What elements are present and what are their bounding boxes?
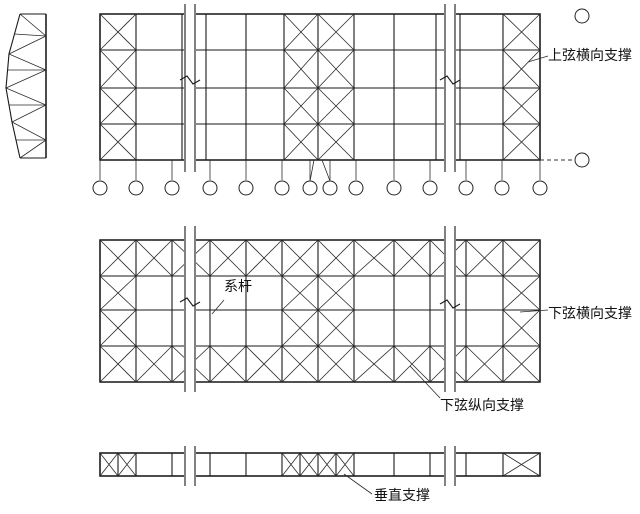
bracing-diagonal: [117, 452, 137, 477]
bracing-diagonal: [317, 13, 355, 51]
bracing-diagonal: [502, 13, 541, 51]
truss-elevation-icon: [5, 13, 47, 159]
break-symbol-icon: [179, 297, 201, 307]
leader-top-chord: [527, 55, 549, 63]
label-bottom-chord-transverse-bracing: 下弦横向支撑: [548, 306, 632, 322]
bracing-diagonal: [283, 13, 319, 51]
break-gap: [444, 226, 456, 392]
bracing-diagonal: [335, 452, 355, 477]
bracing-diagonal: [283, 87, 319, 125]
bracing-diagonal: [283, 49, 319, 89]
axis-marker-icon: [422, 180, 438, 196]
bracing-diagonal: [502, 452, 541, 477]
bracing-diagonal: [281, 239, 319, 277]
bracing-diagonal: [99, 239, 137, 277]
bracing-diagonal: [209, 345, 247, 383]
bracing-diagonal: [353, 345, 395, 383]
axis-marker-icon: [128, 180, 144, 196]
break-gap: [184, 446, 196, 486]
bracing-diagonal: [502, 123, 541, 161]
axis-marker-row: [92, 8, 590, 196]
leader-vertical: [343, 473, 373, 495]
axis-marker-icon: [574, 8, 590, 24]
break-gap: [184, 226, 196, 392]
bracing-diagonal: [299, 452, 319, 477]
bracing-diagonal: [502, 275, 541, 311]
bracing-diagonal: [317, 452, 337, 477]
bottom-chord-plan: [99, 239, 541, 383]
axis-marker-icon: [322, 180, 338, 196]
bracing-diagonal: [317, 49, 355, 89]
axis-marker-icon: [574, 152, 590, 168]
bracing-diagonal: [281, 309, 319, 347]
axis-marker-icon: [532, 180, 548, 196]
bracing-diagonal: [281, 345, 319, 383]
bracing-diagonal: [99, 123, 137, 161]
bracing-diagonal: [502, 345, 541, 383]
bracing-diagonal: [99, 345, 137, 383]
bracing-diagonal: [281, 452, 301, 477]
axis-marker-icon: [274, 180, 290, 196]
bracing-diagonal: [317, 239, 355, 277]
axis-marker-icon: [386, 180, 402, 196]
label-vertical-bracing: 垂直支撑: [374, 487, 430, 504]
leader-longitudinal: [409, 365, 441, 399]
axis-marker-icon: [494, 180, 510, 196]
label-tie-bar: 系杆: [224, 279, 252, 295]
axis-marker-icon: [202, 180, 218, 196]
bracing-diagonal: [245, 345, 283, 383]
break-symbol-icon: [439, 75, 461, 85]
bracing-diagonal: [465, 345, 504, 383]
leader-bottom-chord: [519, 309, 549, 313]
bracing-diagonal: [502, 87, 541, 125]
bracing-diagonal: [317, 87, 355, 125]
bracing-diagonal: [135, 345, 173, 383]
axis-marker-icon: [458, 180, 474, 196]
bracing-diagonal: [99, 13, 137, 51]
bracing-diagonal: [502, 49, 541, 89]
bracing-diagonal: [245, 239, 283, 277]
axis-leader: [309, 159, 315, 182]
axis-marker-icon: [92, 180, 108, 196]
bracing-diagonal: [317, 345, 355, 383]
bracing-diagonal: [99, 309, 137, 347]
axis-marker-icon: [348, 180, 364, 196]
break-symbol-icon: [439, 299, 461, 309]
axis-leader: [321, 159, 331, 182]
bracing-diagonal: [99, 275, 137, 311]
leader-tie-bar: [211, 299, 225, 315]
break-symbol-icon: [179, 75, 201, 85]
bracing-diagonal: [281, 275, 319, 311]
bracing-diagonal: [502, 309, 541, 347]
axis-marker-icon: [164, 180, 180, 196]
bracing-diagonal: [283, 123, 319, 161]
axis-marker-icon: [302, 180, 318, 196]
break-gap: [444, 446, 456, 486]
bracing-diagonal: [393, 239, 431, 277]
break-gap: [444, 4, 456, 172]
bracing-diagonal: [353, 239, 395, 277]
bracing-diagonal: [99, 49, 137, 89]
bracing-diagonal: [99, 87, 137, 125]
bracing-diagonal: [502, 239, 541, 277]
bracing-diagonal: [317, 123, 355, 161]
bracing-diagonal: [393, 345, 431, 383]
top-chord-plan: [99, 13, 541, 161]
axis-marker-icon: [238, 180, 254, 196]
break-gap: [184, 4, 196, 172]
bracing-diagonal: [317, 275, 355, 311]
bracing-diagonal: [99, 452, 119, 477]
label-bottom-chord-longitudinal-bracing: 下弦纵向支撑: [440, 398, 524, 414]
bracing-diagonal: [135, 239, 173, 277]
bracing-diagonal: [209, 239, 247, 277]
bracing-diagonal: [465, 239, 504, 277]
vertical-bracing-strip: [99, 452, 541, 477]
label-top-chord-transverse-bracing: 上弦横向支撑: [548, 48, 632, 64]
bracing-diagonal: [317, 309, 355, 347]
